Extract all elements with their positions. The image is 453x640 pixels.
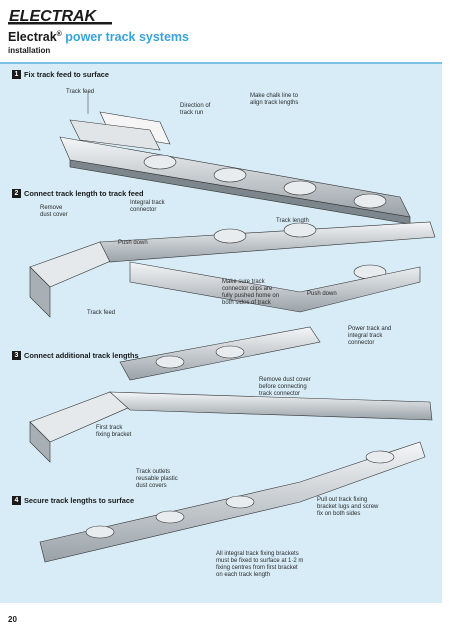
logo-text: ELECTRAK: [9, 8, 98, 25]
label-remove-dust-before: Remove dust cover before connecting trac…: [259, 377, 311, 397]
label-pull-out: Pull out track fixing bracket lugs and s…: [317, 497, 379, 517]
installation-illustration: [29, 92, 436, 563]
step4-track: [29, 391, 433, 563]
label-all-integral: All integral track fixing brackets must …: [216, 551, 304, 578]
label-first-bracket: First track fixing bracket: [96, 425, 132, 438]
label-track-outlets: Track outlets reusable plastic dust cove…: [136, 469, 178, 489]
step2-track: [29, 221, 436, 318]
label-chalk-line: Make chalk line to align track lengths: [250, 93, 299, 106]
label-push-down-2: Push down: [307, 291, 337, 297]
label-make-sure: Make sure track connector clips are full…: [222, 279, 280, 306]
label-remove-dust: Remove dust cover: [40, 205, 68, 218]
step1-track: [59, 111, 411, 225]
label-track-feed-2: Track feed: [87, 310, 116, 316]
label-power-track: Power track and integral track connector: [348, 326, 392, 346]
label-track-length: Track length: [276, 218, 309, 224]
label-direction: Direction of track run: [180, 103, 211, 116]
electrak-logo: ELECTRAK: [8, 6, 116, 26]
label-track-feed-1: Track feed: [66, 89, 95, 95]
label-integral-connector: Integral track connector: [130, 200, 165, 213]
panel-top-rule: [0, 62, 442, 64]
label-push-down-1: Push down: [118, 240, 148, 246]
step3-track: [119, 326, 321, 381]
page-number: 20: [8, 615, 17, 624]
page-subtitle: installation: [8, 46, 51, 55]
page-title: Electrak® power track systems: [8, 30, 189, 44]
